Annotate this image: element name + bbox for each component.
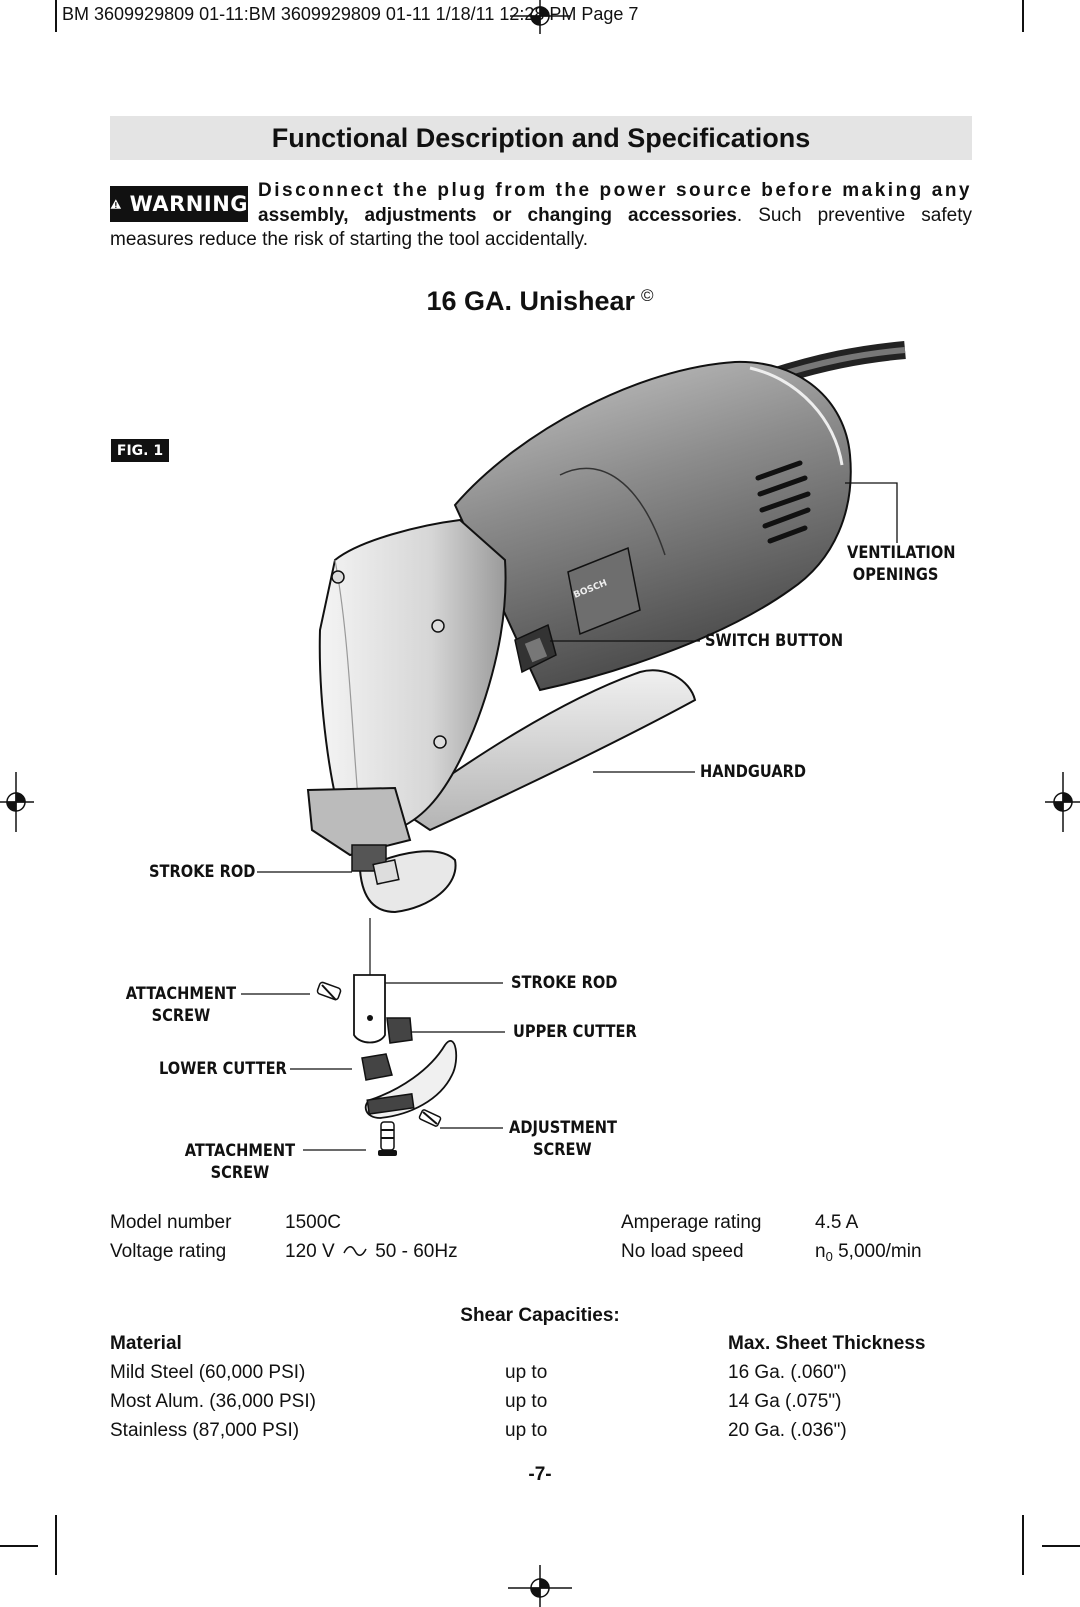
head-casting (318, 518, 507, 831)
warning-triangle-icon (110, 199, 122, 209)
product-title: 16 GA. Unishear © (0, 286, 1080, 317)
spec-amperage-value: 4.5 A (815, 1212, 859, 1233)
capacities-col-material: Material (110, 1333, 182, 1354)
crop-mark (0, 1545, 38, 1547)
registration-mark-bottom (508, 1565, 572, 1607)
callout-adjustment-screw-line1: ADJUSTMENT (509, 1118, 618, 1138)
capacity-thickness: 16 Ga. (.060") (728, 1362, 847, 1383)
warning-text-line2: assembly, adjustments or changing access… (258, 205, 972, 227)
spec-voltage-frequency: 50 - 60Hz (375, 1241, 458, 1262)
alternating-current-icon (343, 1246, 367, 1256)
callout-switch-button: SWITCH BUTTON (705, 631, 844, 651)
warning-badge-label: WARNING (129, 192, 248, 216)
capacities-col-thickness: Max. Sheet Thickness (728, 1333, 926, 1354)
spec-model-label: Model number (110, 1212, 232, 1233)
warning-text-normal: . Such preventive safety (736, 205, 972, 226)
exploded-attachment-screw-bottom (378, 1121, 397, 1156)
spec-speed-symbol: n (815, 1241, 826, 1262)
spec-voltage-volts: 120 V (285, 1241, 335, 1262)
callout-attachment-screw-top-line2: SCREW (151, 1006, 211, 1026)
spec-speed-label: No load speed (621, 1241, 744, 1262)
crop-mark (1022, 1515, 1024, 1575)
page-number: -7- (528, 1464, 552, 1485)
callout-stroke-rod-top: STROKE ROD (149, 862, 256, 882)
exploded-lower-cutter (361, 1053, 393, 1081)
exploded-attachment-screw-top (316, 981, 342, 1001)
capacity-qualifier: up to (505, 1391, 548, 1412)
warning-text-bold: assembly, adjustments or changing access… (258, 205, 737, 226)
print-header: BM 3609929809 01-11:BM 3609929809 01-11 … (62, 4, 639, 24)
leader-ventilation (845, 482, 898, 543)
callout-attachment-screw-bottom-line1: ATTACHMENT (184, 1141, 296, 1161)
exploded-upper-cutter (386, 1017, 413, 1044)
callout-attachment-screw-top-line1: ATTACHMENT (125, 984, 237, 1004)
capacity-material: Stainless (87,000 PSI) (110, 1420, 300, 1441)
exploded-adjustment-screw (418, 1109, 442, 1127)
exploded-stroke-rod (353, 974, 386, 1044)
registration-mark-left (0, 772, 34, 832)
callout-ventilation-line2: OPENINGS (852, 565, 939, 585)
spec-speed-value: n0 5,000/min (815, 1241, 922, 1264)
head-screws (331, 570, 447, 749)
spec-speed-subscript: 0 (825, 1249, 833, 1264)
spec-model-value: 1500C (285, 1212, 341, 1233)
capacities-title: Shear Capacities: (460, 1305, 620, 1326)
capacity-thickness: 20 Ga. (.036") (728, 1420, 847, 1441)
callout-attachment-screw-bottom: ATTACHMENT SCREW (184, 1140, 296, 1184)
handguard (398, 669, 697, 832)
capacity-material: Most Alum. (36,000 PSI) (110, 1391, 316, 1412)
warning-text-line3: measures reduce the risk of starting the… (110, 229, 589, 250)
spec-amperage-label: Amperage rating (621, 1212, 762, 1233)
switch-button-highlight (524, 637, 548, 663)
section-title: Functional Description and Specification… (271, 122, 811, 153)
spec-speed-number: 5,000/min (838, 1241, 922, 1262)
housing-seam (559, 467, 666, 556)
spec-voltage-value: 120 V 50 - 60Hz (285, 1241, 458, 1263)
callout-attachment-screw-top: ATTACHMENT SCREW (125, 983, 237, 1027)
ventilation-slots (755, 460, 811, 544)
callout-handguard: HANDGUARD (700, 762, 807, 782)
capacity-qualifier: up to (505, 1362, 548, 1383)
brand-plate (567, 546, 641, 636)
crop-mark (1022, 0, 1024, 32)
registration-mark-top (510, 0, 570, 34)
registration-mark-right (1045, 772, 1080, 832)
callout-leaders (241, 482, 898, 1151)
callout-lower-cutter: LOWER CUTTER (159, 1059, 287, 1079)
capacity-qualifier: up to (505, 1420, 548, 1441)
warning-badge: WARNING (110, 186, 248, 222)
callout-stroke-rod-exploded: STROKE ROD (511, 973, 618, 993)
figure-label: FIG. 1 (111, 439, 169, 462)
callout-adjustment-screw-line2: SCREW (532, 1140, 592, 1160)
capacity-material: Mild Steel (60,000 PSI) (110, 1362, 306, 1383)
section-title-band: Functional Description and Specification… (110, 116, 972, 160)
callout-ventilation-line1: VENTILATION (847, 543, 956, 563)
capacity-thickness: 14 Ga (.075") (728, 1391, 842, 1412)
callout-adjustment-screw: ADJUSTMENT SCREW (509, 1117, 618, 1161)
product-name: 16 GA. Unishear (426, 286, 636, 316)
crop-mark (1042, 1545, 1080, 1547)
crop-mark (55, 0, 57, 32)
upper-cutter (372, 859, 400, 885)
spec-voltage-label: Voltage rating (110, 1241, 227, 1262)
callout-upper-cutter: UPPER CUTTER (513, 1022, 637, 1042)
copyright-mark: © (641, 286, 654, 305)
housing-rim-highlight (749, 366, 844, 466)
exploded-shoe-bar (366, 1093, 415, 1115)
callout-attachment-screw-bottom-line2: SCREW (210, 1163, 270, 1183)
callout-ventilation-openings: VENTILATION OPENINGS (847, 542, 956, 586)
rod-pin (367, 1015, 373, 1021)
crop-mark (55, 1515, 57, 1575)
warning-text-line1: Disconnect the plug from the power sourc… (258, 180, 972, 201)
